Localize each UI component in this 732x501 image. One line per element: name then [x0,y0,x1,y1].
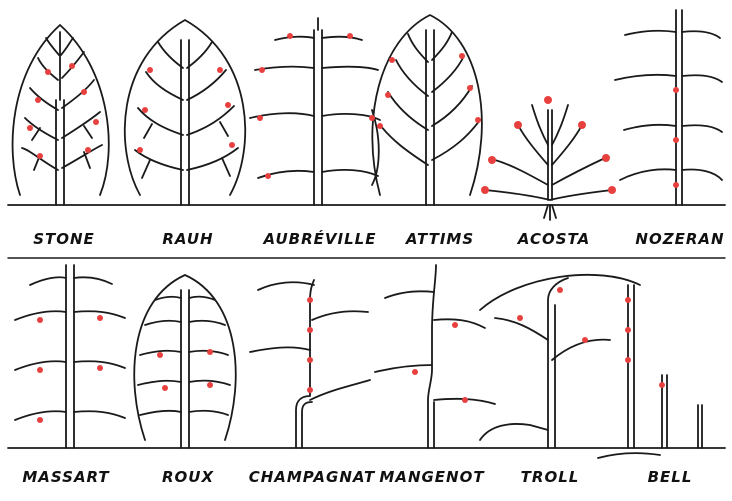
tree-bell [598,285,702,458]
label-mangenot: MANGENOT [379,470,484,485]
label-attims: ATTIMS [406,232,474,247]
tree-troll [480,275,640,448]
tree-roux [134,275,235,448]
label-aubreville: AUBRÉVILLE [264,232,377,247]
label-nozeran: NOZERAN [635,232,724,247]
tree-stone [13,25,109,205]
tree-nozeran [615,10,722,205]
label-troll: TROLL [521,470,580,485]
label-roux: ROUX [162,470,214,485]
tree-attims [372,15,482,205]
fruit-marks [27,33,679,423]
label-champagnat: CHAMPAGNAT [249,470,376,485]
label-massart: MASSART [22,470,109,485]
tree-rauh [125,20,245,205]
tree-champagnat [250,280,370,448]
tree-acosta [485,105,612,220]
tree-massart [15,265,125,448]
label-rauh: RAUH [162,232,213,247]
label-bell: BELL [648,470,693,485]
tree-mangenot [375,265,495,448]
label-stone: STONE [33,232,95,247]
label-acosta: ACOSTA [518,232,590,247]
